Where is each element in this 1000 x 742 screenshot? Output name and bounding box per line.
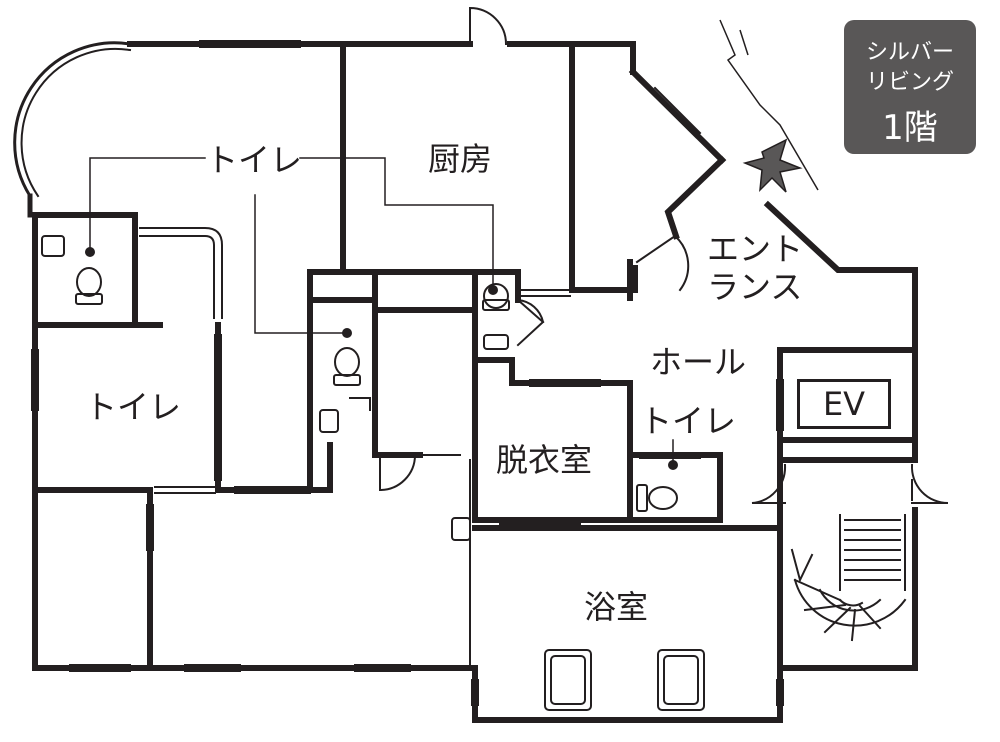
label-toilet-large: トイレ — [85, 388, 182, 426]
curved-window-wall — [13, 41, 132, 199]
windows — [31, 40, 913, 706]
label-dressing-room: 脱衣室 — [496, 441, 593, 479]
bathtub-icon — [544, 649, 705, 711]
interior-walls — [32, 41, 918, 671]
staircase-icon — [790, 514, 907, 642]
label-toilet-callout: トイレ — [206, 141, 303, 179]
label-entrance-line2: ランス — [707, 268, 803, 306]
callout-dots — [85, 247, 678, 470]
floor-badge-line1: シルバー — [865, 40, 954, 65]
callout-leaders — [89, 157, 674, 466]
floor-badge: シルバー リビング 1階 — [844, 20, 976, 154]
floor-badge-floor: 1階 — [882, 108, 938, 148]
compass-north-icon — [719, 19, 819, 193]
label-elevator: EV — [797, 379, 891, 429]
label-hall: ホール — [650, 343, 747, 381]
door-swing-icon — [349, 6, 949, 505]
label-entrance-line1: エント — [707, 230, 804, 268]
sink-icon — [41, 235, 509, 541]
label-bathroom: 浴室 — [584, 588, 649, 626]
floor-badge-line2: リビング — [865, 70, 954, 95]
label-toilet-small: トイレ — [640, 402, 737, 440]
toilet-icon — [75, 267, 678, 512]
label-kitchen: 厨房 — [428, 140, 493, 178]
